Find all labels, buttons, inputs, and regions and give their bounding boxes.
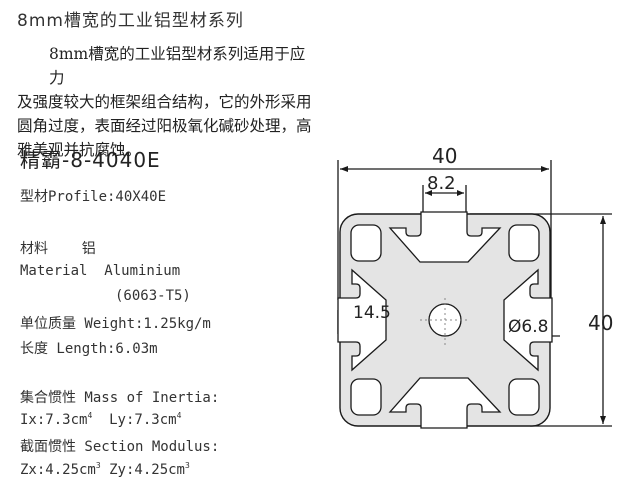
dim-hole: Ø6.8: [508, 317, 548, 337]
spec-ix: Ix:7.3cm: [20, 412, 88, 428]
superscript: 3: [95, 461, 101, 470]
page-title: 8mm槽宽的工业铝型材系列: [17, 11, 244, 31]
spec-inertia-values: Ix:7.3cm4 Ly:7.3cm4: [20, 411, 181, 428]
spec-material-en: Material Aluminium: [20, 263, 181, 279]
description-line: 圆角过度，表面经过阳极氧化碱砂处理，高: [17, 117, 312, 135]
description-line: 及强度较大的框架组合结构，它的外形采用: [17, 93, 312, 111]
spec-weight: 单位质量 Weight:1.25kg/m: [20, 316, 211, 332]
dim-slot: 8.2: [427, 173, 456, 194]
superscript: 3: [184, 461, 190, 470]
superscript: 4: [87, 411, 93, 420]
dim-center: 14.5: [353, 303, 391, 323]
superscript: 4: [176, 411, 182, 420]
spec-zy: Zy:4.25cm: [109, 462, 185, 478]
spec-modulus-values: Zx:4.25cm3 Zy:4.25cm3: [20, 461, 190, 478]
spec-zx: Zx:4.25cm: [20, 462, 96, 478]
spec-inertia-label: 集合惯性 Mass of Inertia:: [20, 390, 220, 406]
description-line: 8mm槽宽的工业铝型材系列适用于应力: [49, 45, 306, 87]
description: 8mm槽宽的工业铝型材系列适用于应力 及强度较大的框架组合结构，它的外形采用 圆…: [17, 42, 317, 162]
spec-profile: 型材Profile:40X40E: [20, 189, 167, 205]
spec-length: 长度 Length:6.03m: [20, 341, 158, 357]
model-name: 精霸-8-4040E: [20, 148, 161, 172]
dim-width: 40: [432, 144, 457, 168]
spec-ly: Ly:7.3cm: [109, 412, 177, 428]
description-line: 雅美观并抗腐蚀。: [17, 141, 142, 159]
spec-material-cn: 材料 铝: [20, 241, 96, 257]
spec-material-grade: (6063-T5): [115, 288, 191, 304]
spec-modulus-label: 截面惯性 Section Modulus:: [20, 439, 220, 455]
dim-height: 40: [588, 311, 613, 335]
